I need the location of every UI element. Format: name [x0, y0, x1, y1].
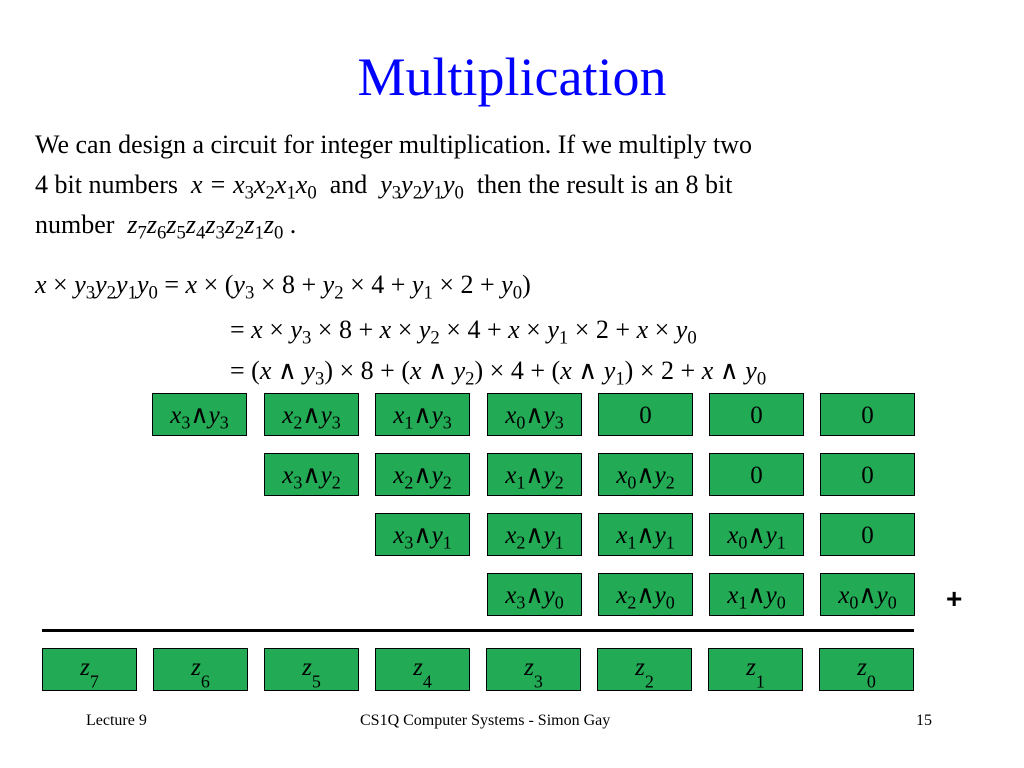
partial-product-box: x2∧y1: [487, 513, 582, 556]
intro-line-3: number z7z6z5z4z3z2z1z0 .: [35, 205, 296, 245]
equation-line-3: = (x ∧ y3) × 8 + (x ∧ y2) × 4 + (x ∧ y1)…: [230, 356, 767, 390]
result-bit-box: z2: [597, 648, 692, 691]
partial-product-box: x3∧y1: [375, 513, 470, 556]
y-definition: y3y2y1y0: [380, 170, 464, 204]
result-bit-box: z3: [486, 648, 581, 691]
partial-product-box: 0: [709, 393, 804, 436]
result-bit-box: z5: [264, 648, 359, 691]
x-definition: x = x3x2x1x0: [191, 170, 317, 204]
partial-product-box: 0: [598, 393, 693, 436]
intro-line-1: We can design a circuit for integer mult…: [35, 130, 753, 159]
footer-lecture: Lecture 9: [86, 712, 147, 729]
result-bit-box: z6: [153, 648, 248, 691]
sum-rule: [42, 629, 914, 632]
partial-product-box: x1∧y2: [487, 453, 582, 496]
result-bit-box: z1: [708, 648, 803, 691]
partial-product-box: 0: [820, 453, 915, 496]
z-definition: z7z6z5z4z3z2z1z0: [127, 210, 284, 244]
partial-product-box: x3∧y0: [487, 573, 582, 616]
intro-line-2-text-a: 4 bit numbers: [35, 170, 178, 199]
partial-product-box: x1∧y0: [709, 573, 804, 616]
intro-line-2-text-c: then the result is an 8 bit: [476, 170, 733, 199]
plus-sign: +: [946, 583, 963, 614]
partial-product-box: x3∧y3: [152, 393, 247, 436]
partial-product-box: x2∧y2: [375, 453, 470, 496]
footer-page-number: 15: [916, 712, 932, 729]
intro-line-2-text-b: and: [329, 170, 368, 199]
partial-product-box: x0∧y3: [487, 393, 582, 436]
partial-product-box: 0: [820, 513, 915, 556]
partial-product-box: x0∧y2: [598, 453, 693, 496]
intro-line-3-text-b: .: [289, 210, 297, 239]
equation-line-2: = x × y3 × 8 + x × y2 × 4 + x × y1 × 2 +…: [230, 315, 697, 349]
partial-product-box: x1∧y3: [375, 393, 470, 436]
partial-product-box: x3∧y2: [264, 453, 359, 496]
equation-line-1: x × y3y2y1y0 = x × (y3 × 8 + y2 × 4 + y1…: [35, 270, 531, 304]
partial-product-box: x1∧y1: [598, 513, 693, 556]
partial-product-box: x2∧y3: [264, 393, 359, 436]
result-bit-box: z7: [42, 648, 137, 691]
result-bit-box: z4: [375, 648, 470, 691]
partial-product-box: 0: [820, 393, 915, 436]
intro-line-2: 4 bit numbers x = x3x2x1x0 and y3y2y1y0 …: [35, 165, 733, 205]
partial-product-box: 0: [709, 453, 804, 496]
result-bit-box: z0: [819, 648, 914, 691]
partial-product-box: x2∧y0: [598, 573, 693, 616]
partial-product-box: x0∧y1: [709, 513, 804, 556]
intro-line-3-text-a: number: [35, 210, 115, 239]
slide-title: Multiplication: [357, 47, 667, 107]
partial-product-box: x0∧y0: [820, 573, 915, 616]
footer-course: CS1Q Computer Systems - Simon Gay: [360, 712, 611, 729]
